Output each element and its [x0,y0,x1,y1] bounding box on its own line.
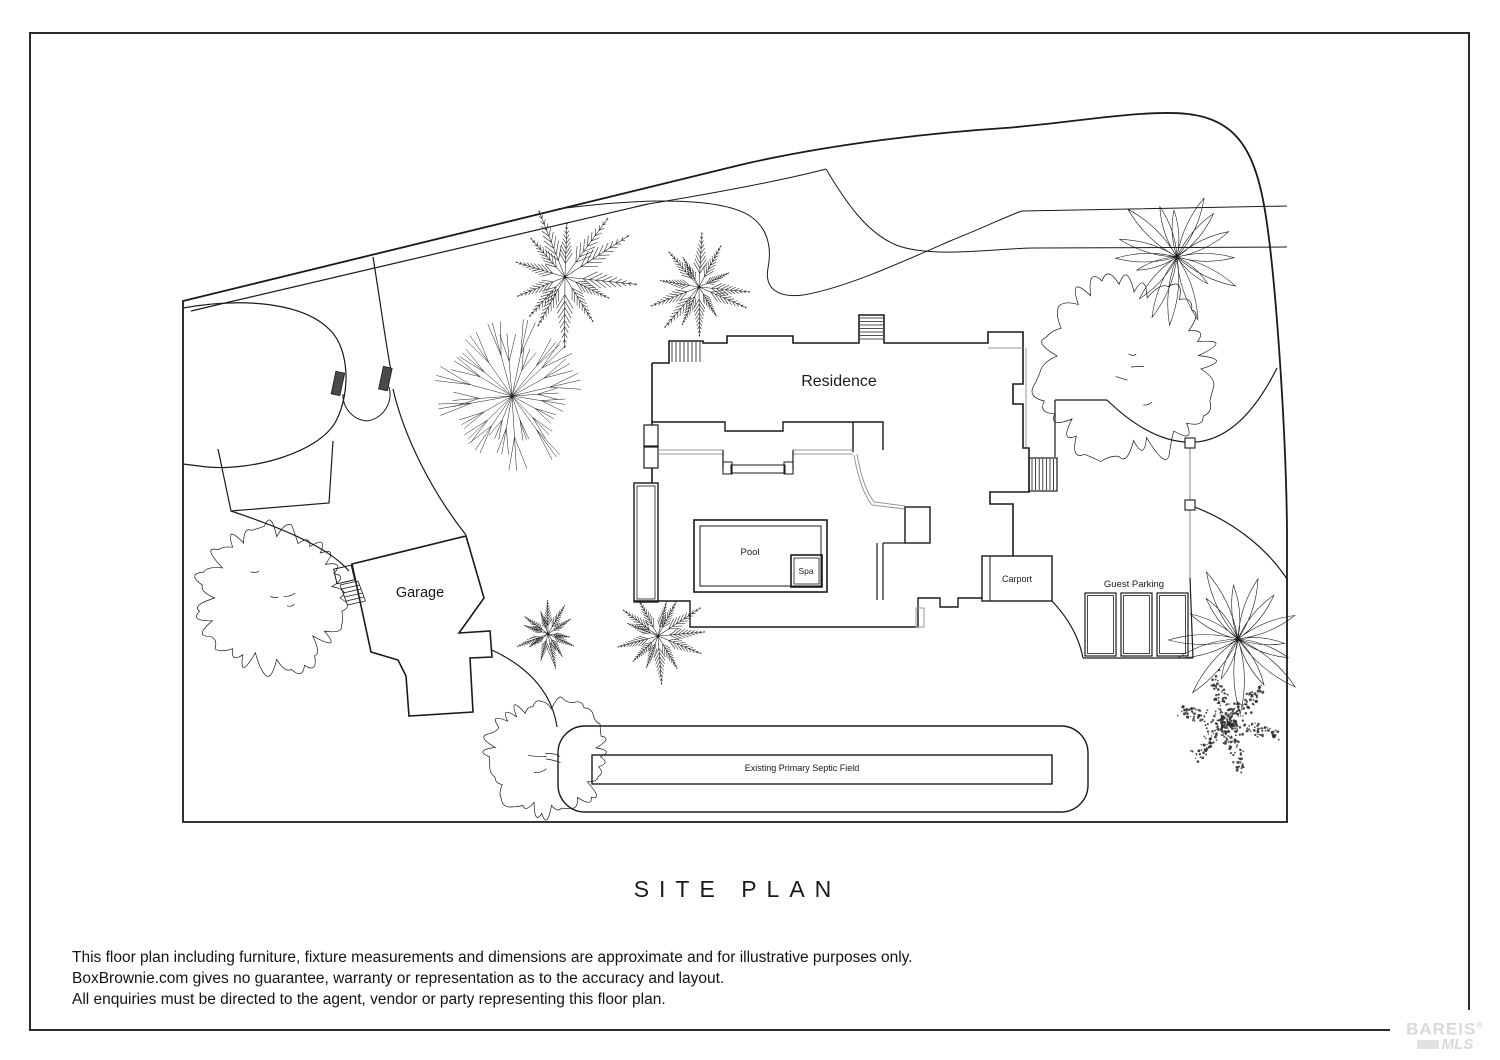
palm-tree-icon [1114,197,1237,327]
carport [981,555,1053,602]
disclaimer-line: This floor plan including furniture, fix… [72,949,913,966]
plan-title: SITE PLAN [633,876,842,902]
deck-lines [658,347,1027,455]
registered-mark: ® [1476,1020,1484,1031]
shrub-icon [1176,669,1280,774]
wing-block [904,506,931,544]
south-wall [652,421,884,452]
disclaimer: This floor plan including furniture, fix… [72,947,913,1010]
landscape-band [557,168,1288,297]
fern-tree-icon [515,210,638,349]
septic-field-label: Existing Primary Septic Field [745,763,860,773]
fence-post [1184,437,1196,449]
disclaimer-line: BoxBrownie.com gives no guarantee, warra… [72,970,725,987]
chimney-block [643,424,659,447]
garage [333,535,493,717]
pool-area [693,519,828,593]
driveway [182,256,1194,728]
garage-label: Garage [396,585,444,601]
planting-bed-arc [1054,367,1278,457]
guest-parking-label: Guest Parking [1104,579,1164,590]
stairs-hatch-east [1031,459,1054,490]
chimney-block [643,446,659,469]
parking-ne-arc [1191,505,1288,580]
property-boundary [182,112,1288,823]
guest-parking-area [1084,592,1189,657]
fence-post [1184,499,1196,511]
disclaimer-line: All enquiries must be directed to the ag… [72,991,666,1008]
septic-field-outer [557,725,1089,813]
parking-stall [1156,592,1189,657]
porch-railing [730,464,786,474]
chimney-hatch [860,317,883,340]
watermark-logo: BAREIS® MLS [1390,1010,1500,1060]
gate-post [330,370,346,397]
fern-tree-icon [650,232,751,337]
residence [633,314,1058,628]
gate-swing-arc [342,386,391,422]
branch-tree-icon [435,319,582,471]
fern-tree-icon [516,600,575,669]
watermark-brand: BAREIS® [1406,1019,1484,1039]
septic-field-inner [591,754,1053,785]
septic-field [557,725,1089,813]
fern-tree-icon [617,600,706,685]
spa-inner [793,557,820,585]
stairs-east-block [1028,457,1058,492]
spa-label: Spa [798,566,813,576]
garage-outline [351,535,493,717]
entry-gate [330,365,393,422]
pool-outline [693,519,828,593]
canopy-tree-icon [194,519,349,677]
carport-outline [981,555,1053,602]
garage-steps [339,580,366,606]
page-border [29,32,1470,1031]
pool-inner [699,525,822,587]
west-deck [633,482,659,603]
courtyard-edge [634,597,982,628]
pool-label: Pool [740,547,759,558]
stairs-hatch-nw [671,342,701,362]
canopy-tree-icon [482,696,607,821]
palm-tree-icon [1167,570,1297,716]
canopy-tree-icon [1031,273,1217,462]
boundary-inner-line [190,203,649,312]
parking-stall [1084,592,1117,657]
watermark-bar [1416,1039,1439,1049]
gate-post [378,365,393,392]
parking-stall [1120,592,1153,657]
spa-outline [790,554,823,588]
watermark-mls: MLS [1441,1035,1474,1053]
carport-label: Carport [1002,574,1033,584]
residence-label: Residence [801,373,877,390]
